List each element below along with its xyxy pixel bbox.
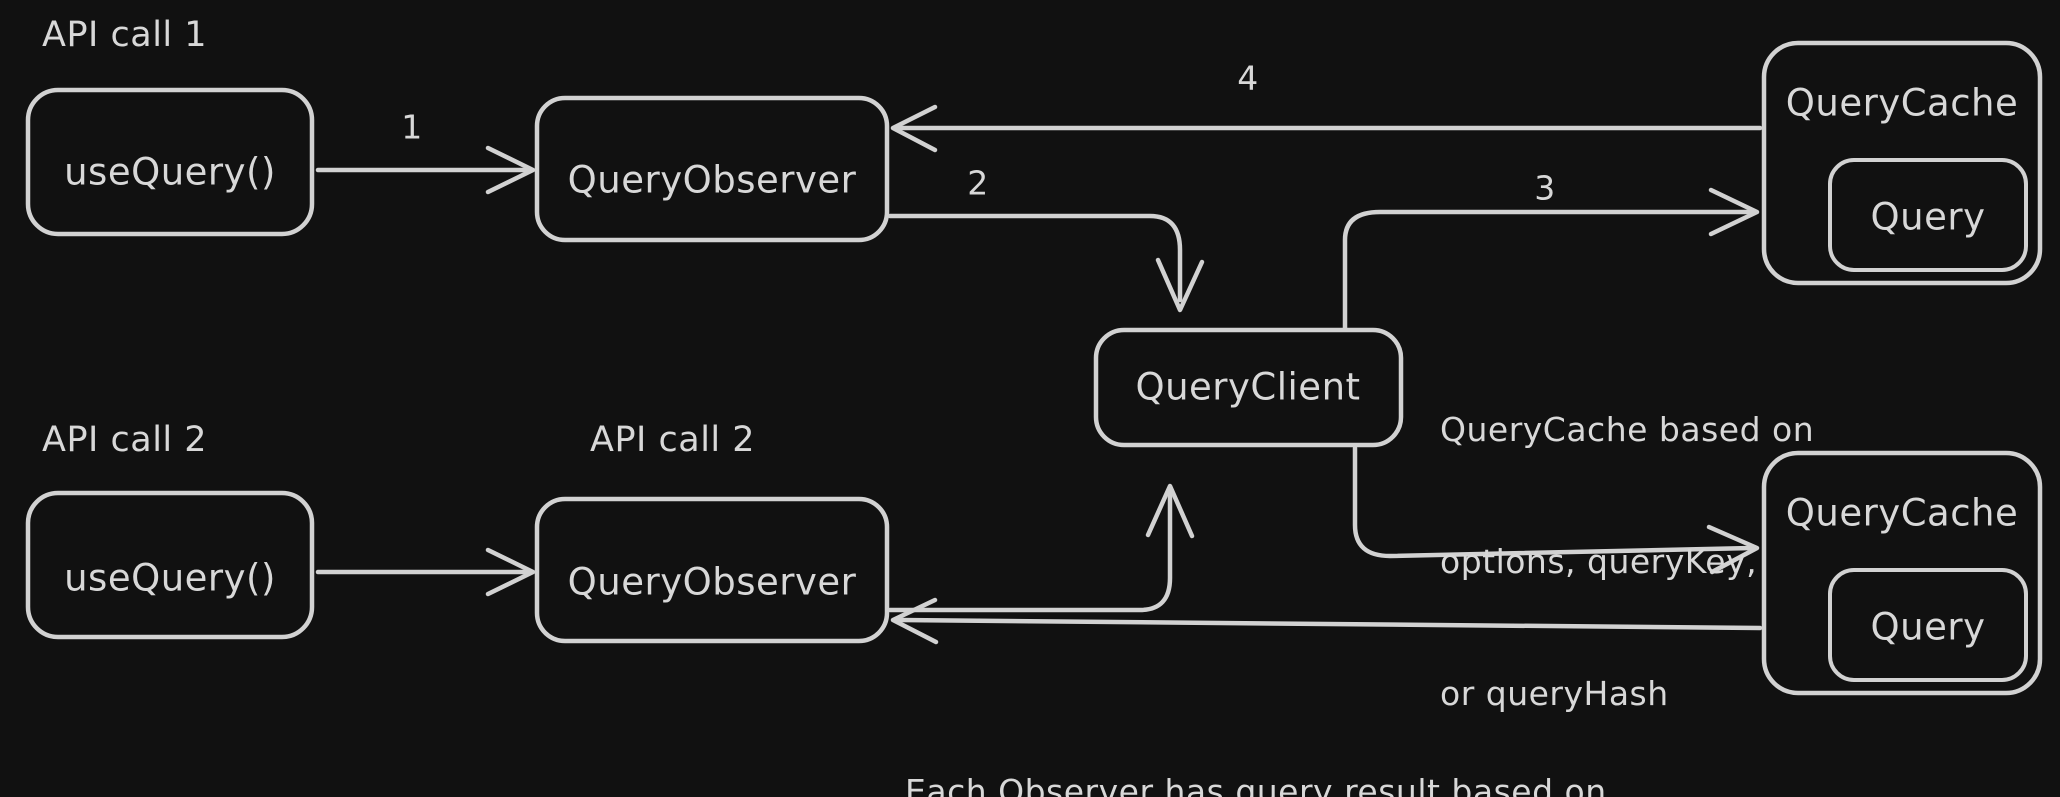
- node-label-query-observer-top: QueryObserver: [567, 158, 857, 202]
- arrow-client-to-cache-bottom-head: [1706, 524, 1760, 575]
- node-box-query-bottom: [1828, 568, 2028, 682]
- label-api-call-2-right: API call 2: [590, 420, 756, 460]
- node-label-query-cache-top: QueryCache: [1785, 81, 2019, 125]
- edge-label-step-2: 2: [967, 163, 989, 203]
- arrow-2-head: [1155, 257, 1205, 313]
- note-query-cache-rules-line-3: or queryHash: [1440, 674, 1669, 713]
- arrow-cache-bottom-to-observer-head: [890, 597, 939, 645]
- node-box-query-observer-bottom: [534, 496, 890, 644]
- arrow-4-head: [890, 104, 938, 153]
- arrow-bottom-observer-to-client-path: [887, 489, 1173, 613]
- node-label-use-query-bottom: useQuery(): [64, 556, 276, 600]
- note-observer-result-line-1: Each Observer has query result based on: [905, 772, 1607, 797]
- arrow-client-to-cache-bottom-path: [1352, 445, 1755, 559]
- arrow-bottom-usequery-head: [485, 547, 536, 597]
- arrow-cache-bottom-to-observer-path: [897, 617, 1763, 631]
- edge-label-step-4: 4: [1237, 58, 1259, 98]
- node-label-query-client: QueryClient: [1135, 365, 1361, 409]
- node-label-query-observer-bottom: QueryObserver: [567, 560, 857, 604]
- label-api-call-2-left: API call 2: [42, 420, 208, 460]
- node-label-use-query-top: useQuery(): [64, 150, 276, 194]
- node-box-query-top: [1828, 158, 2028, 272]
- note-query-cache-rules-line-1: QueryCache based on: [1440, 410, 1815, 449]
- edge-label-step-1: 1: [401, 107, 423, 147]
- arrow-bottom-observer-to-client-head: [1145, 483, 1195, 539]
- node-box-use-query-top: [25, 87, 315, 237]
- arrow-2-path: [887, 213, 1183, 303]
- note-query-cache-rules: QueryCache based on options, queryKey, o…: [1440, 320, 1814, 797]
- arrow-1-head: [485, 145, 536, 195]
- node-box-query-observer-top: [534, 95, 890, 243]
- node-box-use-query-bottom: [25, 490, 315, 640]
- note-observer-result: Each Observer has query result based on …: [905, 682, 1607, 797]
- arrow-3-path: [1342, 209, 1755, 331]
- arrow-3-head: [1708, 187, 1760, 237]
- node-box-query-client: [1093, 327, 1404, 448]
- node-label-query-cache-bottom: QueryCache: [1785, 491, 2019, 535]
- node-label-query-bottom: Query: [1870, 605, 1986, 649]
- note-query-cache-rules-line-2: options, queryKey,: [1440, 542, 1758, 581]
- label-api-call-1: API call 1: [42, 15, 208, 55]
- edge-label-step-3: 3: [1534, 168, 1556, 208]
- node-label-query-top: Query: [1870, 195, 1986, 239]
